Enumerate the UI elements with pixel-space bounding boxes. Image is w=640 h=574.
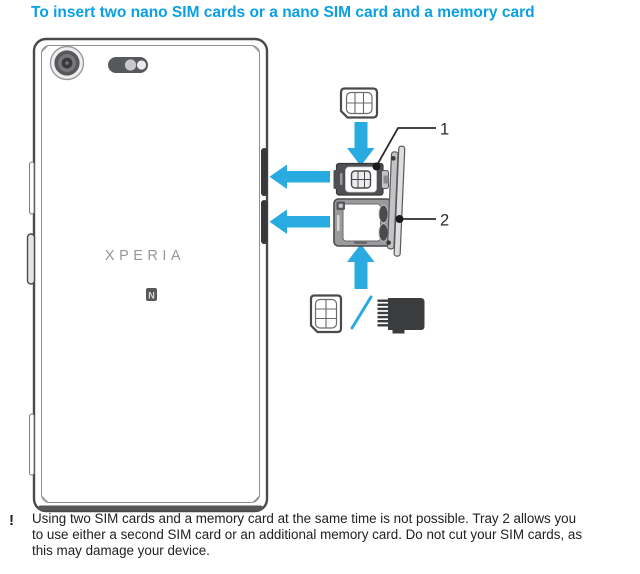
callout-1: 1 [372, 121, 449, 171]
sim-tray-1 [333, 162, 389, 196]
arrow-left-bottom-icon [269, 209, 330, 234]
phone-back-panel [41, 45, 260, 503]
nfc-mark-icon: N [146, 288, 157, 301]
insert-arrows [269, 122, 375, 289]
callout-2-label: 2 [440, 212, 449, 230]
arrow-down-icon [347, 122, 375, 166]
callout-2: 2 [395, 212, 449, 230]
exclamation-icon: ! [9, 512, 14, 529]
svg-text:N: N [148, 291, 155, 301]
sim-tray-2 [333, 198, 392, 247]
nano-sim-card-bottom-icon [309, 294, 343, 334]
phone-body [32, 37, 269, 513]
nano-sim-card-top-icon [339, 87, 379, 119]
arrow-left-top-icon [269, 164, 330, 189]
note-line-3: this may damage your device. [32, 543, 210, 559]
phone-back: XPERIA N [26, 37, 269, 513]
panel-corner-marks [41, 45, 260, 503]
arrow-up-icon [347, 244, 375, 289]
left-edge-slot-bottom [29, 413, 35, 476]
left-edge-cover [26, 233, 36, 285]
micro-sd-card-icon [377, 298, 425, 334]
seated-sim-card [345, 166, 377, 193]
brand-logo: XPERIA [105, 248, 185, 264]
left-edge-slot-top [29, 161, 35, 215]
tray-cover-cap [386, 145, 406, 257]
camera-lens-icon [49, 45, 85, 81]
flash-module-icon [108, 57, 148, 73]
note-line-1: Using two SIM cards and a memory card at… [32, 511, 577, 526]
phone-bottom-edge [38, 505, 263, 511]
callout-1-label: 1 [440, 121, 449, 139]
tray-slot-opening [261, 148, 268, 244]
caution-note-text: Using two SIM cards and a memory card at… [32, 511, 582, 560]
page-title: To insert two nano SIM cards or a nano S… [31, 4, 535, 21]
or-slash-icon [350, 295, 373, 330]
sd-pins [377, 299, 389, 327]
note-line-2: to use either a second SIM card or an ad… [32, 527, 583, 543]
